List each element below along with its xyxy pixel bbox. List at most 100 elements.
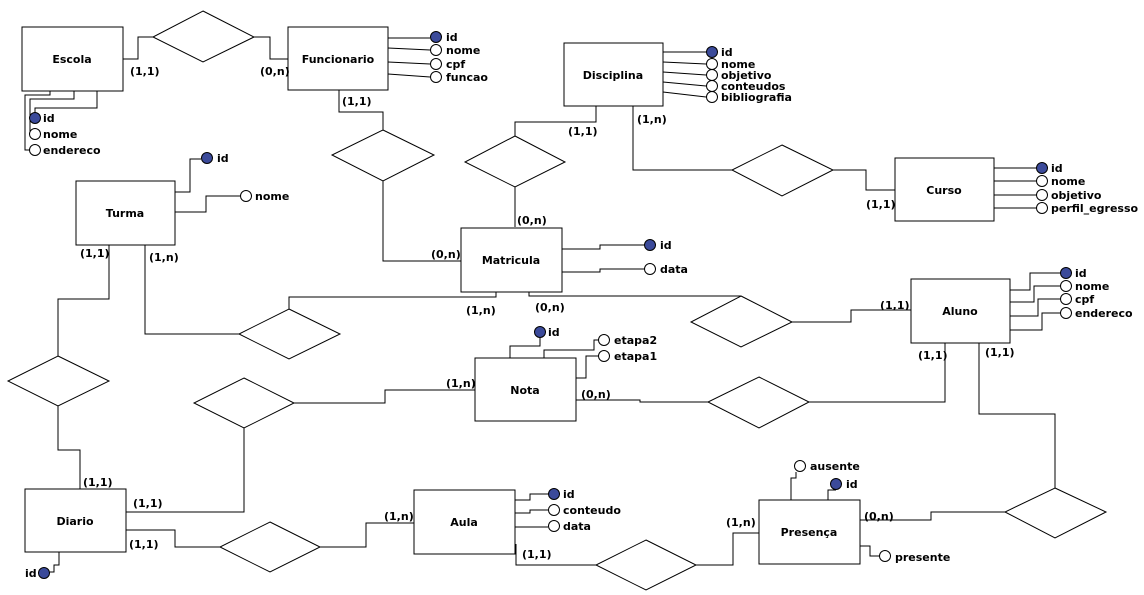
cardinality-label: (1,n) (384, 510, 414, 523)
attr-label: conteudos (721, 80, 786, 93)
entity-disciplina[interactable]: Disciplina (563, 42, 664, 107)
link-escola-rel1 (123, 36, 153, 60)
attr-label: objetivo (1051, 189, 1102, 202)
attributes-nota: id etapa2 etapa1 (509, 326, 657, 379)
link-rel8-aluno (809, 343, 946, 403)
attr-icon (430, 44, 442, 56)
entity-label: Nota (510, 384, 539, 397)
attr-icon (430, 71, 442, 83)
attr-label: id (548, 326, 560, 339)
cardinality-label: (1,1) (522, 548, 552, 561)
attr-label: nome (43, 128, 77, 141)
attr-label: id (43, 112, 55, 125)
attributes-matricula: id data (562, 239, 688, 276)
pk-icon (830, 478, 842, 490)
pk-icon (706, 46, 718, 58)
rel-turma-diario[interactable] (6, 355, 111, 407)
entity-turma[interactable]: Turma (75, 180, 176, 246)
attr-label: id (1075, 267, 1087, 280)
link-rel9-presenca (860, 511, 1005, 521)
rel-disciplina-curso[interactable] (730, 144, 835, 197)
attr-label: id (563, 488, 575, 501)
cardinality-label: (1,1) (130, 65, 160, 78)
link-rel7-aluno (792, 309, 911, 323)
entity-nota[interactable]: Nota (474, 357, 577, 422)
attr-icon (240, 190, 252, 202)
attributes-aula: id conteudo data (515, 488, 621, 533)
attr-icon (548, 504, 560, 516)
attr-icon (706, 91, 718, 103)
link-rel11-aula (320, 522, 414, 548)
attr-label: id (721, 46, 733, 59)
pk-icon (534, 326, 546, 338)
rel-turma-matricula[interactable] (237, 308, 342, 360)
cardinality-label: (1,1) (866, 198, 896, 211)
attributes-disciplina: id nome objetivo conteudos bibliografia (662, 46, 792, 104)
link-rel12-presenca (696, 532, 759, 566)
cardinality-label: (1,1) (880, 299, 910, 312)
entity-funcionario[interactable]: Funcionario (287, 26, 389, 91)
link-rel10-nota (294, 389, 475, 404)
attr-icon (794, 460, 806, 472)
entity-diario[interactable]: Diario (24, 488, 127, 553)
link-disciplina-rel4 (632, 106, 732, 171)
entity-aluno[interactable]: Aluno (910, 278, 1011, 344)
attr-label: id (1051, 162, 1063, 175)
link-nota-rel8 (576, 399, 708, 403)
entity-presenca[interactable]: Presença (758, 499, 861, 565)
link-rel2-matricula (382, 181, 461, 262)
attr-label: presente (895, 551, 950, 564)
entity-curso[interactable]: Curso (894, 157, 995, 222)
cardinality-label: (1,1) (568, 125, 598, 138)
attr-icon (598, 334, 610, 346)
attr-label: id (846, 478, 858, 491)
attr-icon (706, 58, 718, 70)
entity-label: Funcionario (302, 53, 375, 66)
cardinality-label: (0,n) (581, 388, 611, 401)
attr-label: id (217, 152, 229, 165)
pk-icon (644, 239, 656, 251)
link-turma-rel5 (144, 245, 239, 335)
attributes-aluno: id nome cpf endereco (1010, 267, 1133, 331)
attr-icon (29, 144, 41, 156)
attr-icon (1036, 202, 1048, 214)
attr-icon (548, 520, 560, 532)
rel-disciplina-matricula[interactable] (463, 135, 567, 188)
attr-icon (430, 58, 442, 70)
attributes-escola: id nome endereco (24, 91, 101, 157)
cardinality-label: (1,1) (133, 497, 163, 510)
attr-label: nome (721, 58, 755, 71)
cardinality-label: (0,n) (431, 248, 461, 261)
attr-icon (1060, 293, 1072, 305)
pk-icon (29, 112, 41, 124)
entity-label: Curso (926, 184, 962, 197)
rel-aula-presenca[interactable] (594, 539, 698, 591)
attr-icon (1060, 280, 1072, 292)
attr-label: etapa2 (614, 334, 657, 347)
entity-aula[interactable]: Aula (413, 489, 516, 555)
rel-funcionario-matricula[interactable] (330, 129, 436, 182)
rel-diario-aula[interactable] (218, 521, 322, 573)
attr-label: nome (446, 44, 480, 57)
rel-matricula-aluno[interactable] (689, 295, 794, 348)
rel-nota-aluno[interactable] (706, 376, 811, 429)
attr-label: etapa1 (614, 350, 657, 363)
rel-aluno-presenca[interactable] (1003, 487, 1108, 539)
entity-matricula[interactable]: Matricula (460, 227, 563, 293)
attr-label: id (660, 239, 672, 252)
attr-label: data (660, 263, 688, 276)
attr-label: endereco (1075, 307, 1133, 320)
attr-label: conteudo (563, 504, 621, 517)
attributes-curso: id nome objetivo perfil_egresso (994, 162, 1138, 215)
attr-icon (879, 550, 891, 562)
rel-escola-funcionario[interactable] (151, 10, 256, 63)
rel-diario-nota[interactable] (192, 377, 296, 429)
entity-escola[interactable]: Escola (21, 26, 124, 92)
attr-icon (1036, 175, 1048, 187)
attr-label: perfil_egresso (1051, 202, 1138, 215)
link-rel5-matricula (288, 292, 497, 309)
attributes-turma: id nome (175, 152, 289, 213)
pk-icon (430, 31, 442, 43)
attr-label: nome (1075, 280, 1109, 293)
